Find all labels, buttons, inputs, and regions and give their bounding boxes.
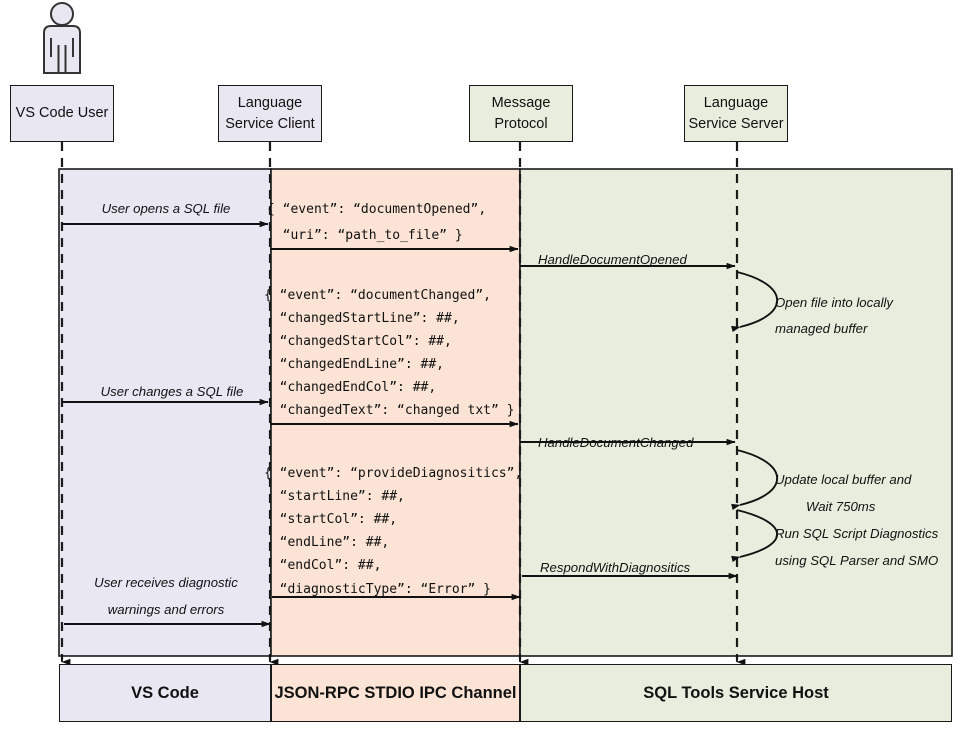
footer-cell-service-host[interactable]: SQL Tools Service Host (520, 664, 952, 722)
message-label-handle-document-opened: HandleDocumentOpened (538, 252, 687, 267)
payload-provide-diagnostics-line-4: “endCol”: ##, (264, 558, 382, 573)
participant-label-line1: Language (703, 95, 769, 111)
participant-label-line2: Protocol (494, 115, 548, 132)
participant-language-service-server[interactable]: Language Service Server (684, 85, 788, 142)
self-note-run-diagnostics-line1: Run SQL Script Diagnostics (775, 526, 939, 541)
self-note-update-buffer-line1: Update local buffer and (775, 472, 912, 487)
footer-label-service-host: SQL Tools Service Host (643, 683, 829, 702)
self-note-update-buffer-line2: Wait 750ms (806, 499, 876, 514)
message-label-user-opens: User opens a SQL file (101, 201, 231, 216)
message-label-user-changes: User changes a SQL file (100, 384, 244, 399)
payload-document-opened-line-1: “uri”: “path_to_file” } (267, 228, 463, 243)
payload-document-changed-line-1: “changedStartLine”: ##, (264, 311, 460, 326)
message-label-user-receives-line1: User receives diagnostic (94, 575, 238, 590)
actor-figure (43, 2, 81, 74)
message-label-user-receives-line2: warnings and errors (107, 602, 225, 617)
payload-document-changed-line-2: “changedStartCol”: ##, (264, 334, 452, 349)
footer-cell-ipc-channel[interactable]: JSON-RPC STDIO IPC Channel (271, 664, 520, 722)
payload-provide-diagnostics-line-3: “endLine”: ##, (264, 535, 390, 550)
payload-document-changed-line-3: “changedEndLine”: ##, (264, 357, 445, 372)
participant-language-service-client[interactable]: Language Service Client (218, 85, 322, 142)
participant-vs-code-user[interactable]: VS Code User (10, 85, 114, 142)
self-note-open-file-line2: managed buffer (775, 321, 868, 336)
self-note-run-diagnostics-line2: using SQL Parser and SMO (775, 553, 939, 568)
payload-provide-diagnostics-line-1: “startLine”: ##, (264, 489, 405, 504)
payload-provide-diagnostics-line-2: “startCol”: ##, (264, 512, 398, 527)
payload-document-changed-line-4: “changedEndCol”: ##, (264, 380, 437, 395)
payload-document-opened-line-0: { “event”: “documentOpened”, (267, 202, 487, 217)
participant-label-line1: VS Code User (15, 105, 109, 122)
participant-label-line1: Language (237, 95, 303, 111)
payload-provide-diagnostics-line-0: { “event”: “provideDiagnositics”, (264, 466, 523, 481)
message-label-handle-document-changed: HandleDocumentChanged (538, 435, 694, 450)
participant-label-line2: Service Server (688, 115, 784, 132)
self-note-open-file-line1: Open file into locally (775, 295, 894, 310)
payload-provide-diagnostics-line-5: “diagnosticType”: “Error” } (264, 582, 491, 597)
participant-label-line1: Message (491, 95, 551, 111)
payload-document-changed-line-5: “changedText”: “changed txt” } (264, 403, 515, 418)
participant-label-line2: Service Client (225, 115, 315, 132)
message-label-respond-with-diagnostics: RespondWithDiagnositics (540, 560, 691, 575)
payload-document-changed-line-0: { “event”: “documentChanged”, (264, 288, 491, 303)
footer-cell-vs-code[interactable]: VS Code (59, 664, 271, 722)
participant-message-protocol[interactable]: Message Protocol (469, 85, 573, 142)
footer-label-vs-code: VS Code (131, 683, 199, 702)
footer-label-ipc-channel: JSON-RPC STDIO IPC Channel (274, 683, 517, 702)
